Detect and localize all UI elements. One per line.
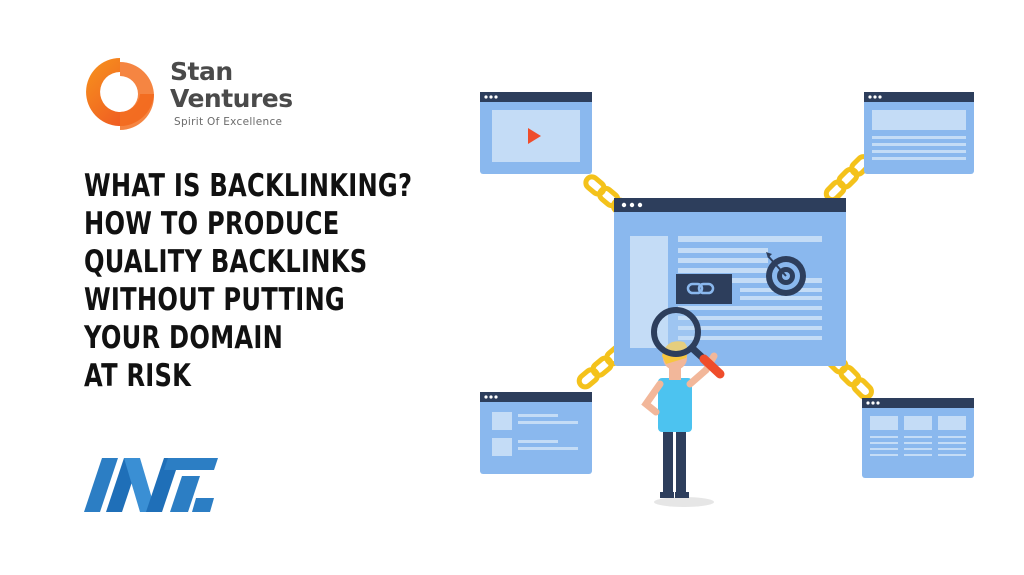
stan-ventures-logo-mark [86, 58, 154, 130]
text-window [864, 92, 974, 174]
magnifier-icon [651, 307, 725, 379]
mt-logo [84, 458, 218, 512]
person-illustration [641, 307, 725, 507]
main-window [614, 198, 846, 366]
brand-tagline: Spirit Of Excellence [174, 116, 283, 128]
play-icon [528, 128, 541, 144]
title-line: WITHOUT PUTTING [84, 282, 345, 318]
title-line: YOUR DOMAIN [84, 320, 284, 356]
brand-name-line1: Stan [170, 57, 233, 86]
title-line: WHAT IS BACKLINKING? [84, 168, 413, 204]
title-line: QUALITY BACKLINKS [84, 244, 368, 280]
list-window [480, 392, 592, 474]
brand-name-line2: Ventures [170, 84, 293, 113]
brand-name: Stan Ventures [170, 58, 293, 112]
video-window [480, 92, 592, 174]
backlink-illustration [480, 92, 974, 507]
page-title: WHAT IS BACKLINKING? HOW TO PRODUCE QUAL… [84, 167, 454, 395]
link-icon [676, 274, 732, 304]
columns-window [862, 398, 974, 478]
stan-ventures-logo: Stan Ventures Spirit Of Excellence [82, 54, 322, 134]
target-icon [766, 252, 806, 296]
title-line: HOW TO PRODUCE [84, 206, 340, 242]
title-line: AT RISK [84, 358, 192, 394]
